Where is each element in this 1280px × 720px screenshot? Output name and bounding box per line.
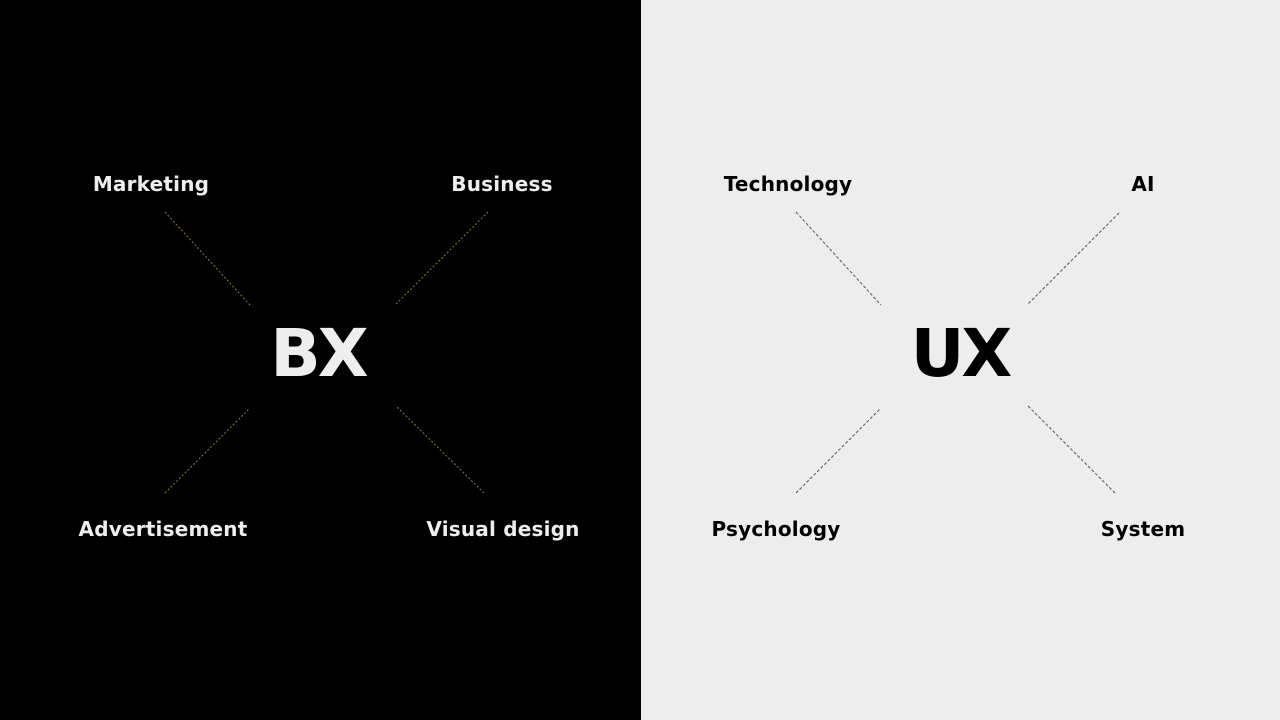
bx-panel xyxy=(0,0,641,720)
bx-title: BX xyxy=(270,315,368,392)
ux-label-technology: Technology xyxy=(723,172,853,196)
ux-panel xyxy=(641,0,1280,720)
ux-connector-system xyxy=(1027,405,1116,494)
bx-connector-advertisement xyxy=(164,407,251,494)
bx-connector-business xyxy=(394,211,489,306)
ux-connector-psychology xyxy=(795,407,882,494)
ux-label-psychology: Psychology xyxy=(711,517,841,541)
ux-connector-ai xyxy=(1026,212,1120,306)
ux-label-system: System xyxy=(1100,517,1186,541)
bx-label-marketing: Marketing xyxy=(92,172,210,196)
bx-connector-marketing xyxy=(164,211,251,306)
bx-connector-visual-design xyxy=(395,405,485,494)
bx-label-visual-design: Visual design xyxy=(426,517,580,541)
bx-label-advertisement: Advertisement xyxy=(78,517,248,541)
ux-connector-technology xyxy=(795,211,882,306)
bx-label-business: Business xyxy=(451,172,553,196)
ux-title: UX xyxy=(910,315,1012,392)
ux-label-ai: AI xyxy=(1131,172,1155,196)
